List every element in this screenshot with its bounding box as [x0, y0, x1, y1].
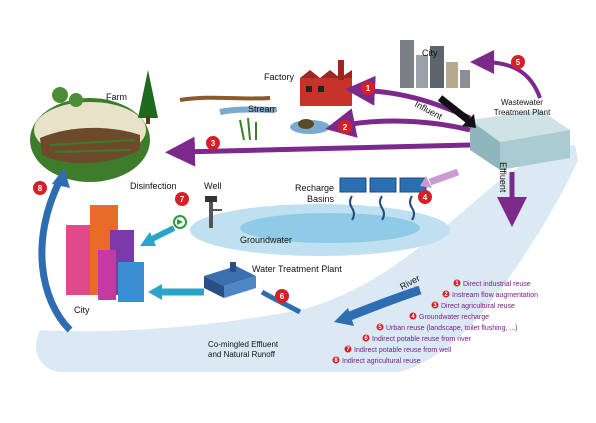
well-illustration: [205, 196, 222, 228]
svg-text:7: 7: [346, 347, 350, 353]
legend-item: 5 Urban reuse (landscape, toilet flushing…: [376, 323, 518, 332]
label-groundwater: Groundwater: [240, 235, 292, 245]
label-runoff-2: and Natural Runoff: [208, 350, 276, 359]
marker-1: 1: [361, 81, 375, 95]
stream-illustration: [179, 95, 330, 141]
legend-item: 8 Indirect agricultural reuse: [332, 356, 421, 365]
svg-text:6: 6: [280, 292, 285, 301]
svg-text:3: 3: [433, 303, 437, 309]
svg-text:5: 5: [378, 325, 382, 331]
svg-text:3: 3: [211, 139, 216, 148]
river-flow-arrow: [343, 285, 422, 323]
label-wtp: Water Treatment Plant: [252, 264, 342, 274]
wtp-illustration: [204, 262, 256, 298]
well-to-city-arrow: [148, 225, 176, 243]
marker-8: 8: [33, 181, 47, 195]
svg-text:6: 6: [364, 336, 368, 342]
marker-3: 3: [206, 136, 220, 150]
marker-6: 6: [275, 289, 289, 303]
marker-7: 7: [175, 192, 189, 206]
svg-text:Direct agricultural reuse: Direct agricultural reuse: [441, 303, 515, 310]
label-runoff-1: Co-mingled Effluent: [208, 340, 279, 349]
legend: 1 Direct industrial reuse 2 Instream flow …: [332, 279, 538, 365]
factory-illustration: [300, 60, 352, 106]
label-wwtp-2: Treatment Plant: [494, 108, 551, 117]
svg-text:Instream flow augmentation: Instream flow augmentation: [452, 292, 538, 299]
label-recharge-1: Recharge: [295, 183, 334, 193]
svg-text:4: 4: [411, 314, 415, 320]
river-water: [36, 145, 578, 372]
label-wwtp-1: Wastewater: [501, 98, 543, 107]
legend-item: 1 Direct industrial reuse: [453, 279, 531, 288]
label-recharge-2: Basins: [307, 194, 335, 204]
marker-4: 4: [418, 190, 432, 204]
svg-text:1: 1: [455, 281, 459, 287]
svg-text:2: 2: [343, 123, 348, 132]
svg-text:Urban reuse (landscape, toilet: Urban reuse (landscape, toilet flushing,…: [386, 325, 518, 332]
marker-5: 5: [511, 55, 525, 69]
svg-text:Groundwater recharge: Groundwater recharge: [419, 314, 489, 321]
label-stream: Stream: [248, 104, 277, 114]
svg-text:8: 8: [38, 184, 43, 193]
legend-item: 3 Direct agricultural reuse: [431, 301, 515, 310]
city-left-illustration: [66, 205, 144, 302]
svg-text:Direct industrial reuse: Direct industrial reuse: [463, 281, 531, 288]
label-city-top: City: [422, 48, 438, 58]
label-disinfection: Disinfection: [130, 181, 177, 191]
legend-item: 2 Instream flow augmentation: [442, 290, 538, 299]
label-effluent: Effluent: [498, 162, 508, 193]
label-city-left: City: [74, 305, 90, 315]
marker-2: 2: [338, 120, 352, 134]
legend-item: 7 Indirect potable reuse from well: [344, 345, 452, 354]
svg-text:5: 5: [516, 58, 521, 67]
city-top-illustration: [400, 40, 470, 88]
label-factory: Factory: [264, 72, 295, 82]
label-well: Well: [204, 181, 221, 191]
svg-text:Indirect potable reuse from ri: Indirect potable reuse from river: [372, 336, 471, 343]
svg-text:Indirect agricultural reuse: Indirect agricultural reuse: [342, 358, 421, 365]
recharge-arrow: [428, 168, 460, 186]
wwtp-illustration: [470, 110, 570, 170]
groundwater-lens-core: [240, 213, 420, 243]
label-farm: Farm: [106, 92, 127, 102]
legend-item: 4 Groundwater recharge: [409, 312, 489, 321]
svg-text:2: 2: [444, 292, 448, 298]
runoff-to-farm-arrow: [38, 178, 73, 333]
svg-text:Indirect potable reuse from we: Indirect potable reuse from well: [354, 347, 452, 354]
legend-item: 6 Indirect potable reuse from river: [362, 334, 471, 343]
svg-text:4: 4: [423, 193, 428, 202]
svg-text:1: 1: [366, 84, 371, 93]
influent-arrow: [437, 95, 471, 123]
svg-text:8: 8: [334, 358, 338, 364]
farm-illustration: [30, 70, 158, 182]
svg-text:7: 7: [180, 195, 185, 204]
